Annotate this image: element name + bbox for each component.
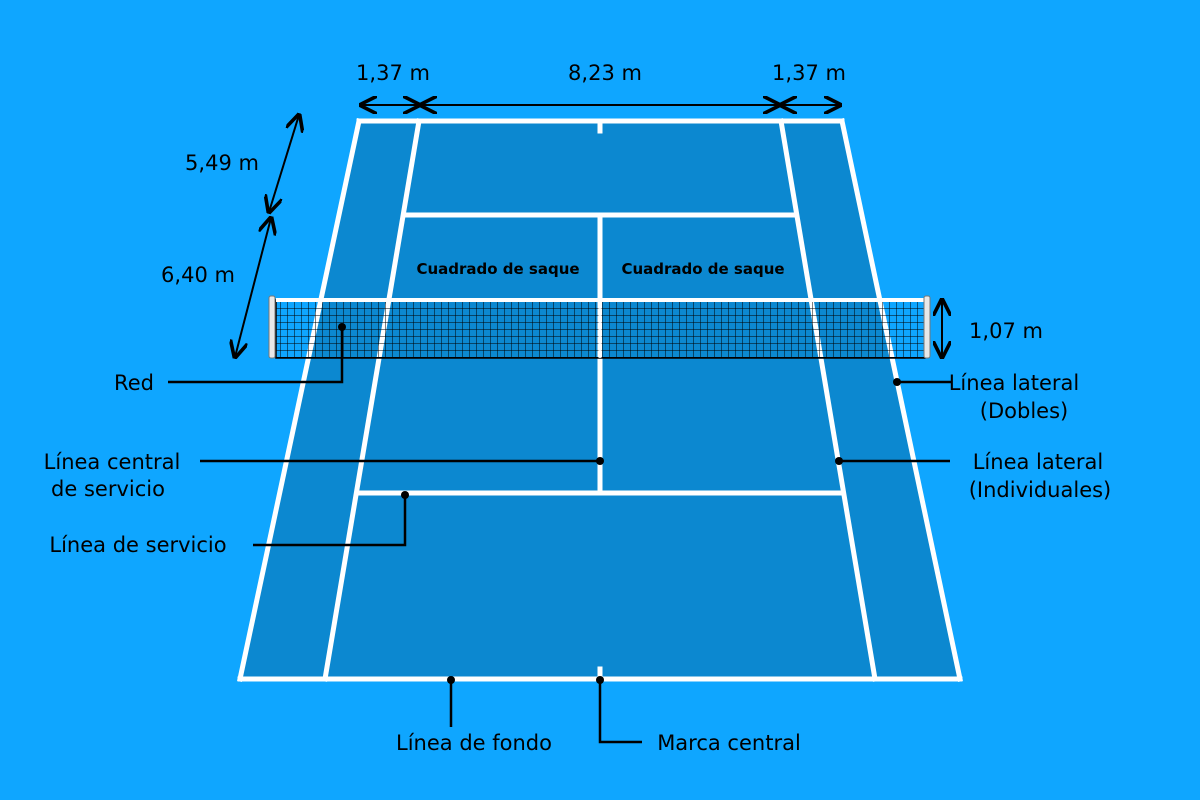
dot-center-mark: [596, 676, 604, 684]
dim-label-service-box: 6,40 m: [161, 263, 235, 287]
dim-label-back-court: 5,49 m: [185, 151, 259, 175]
net-post-right: [923, 295, 931, 359]
label-doubles-sideline-2: (Dobles): [980, 399, 1068, 423]
leader-lines: [168, 328, 952, 744]
dim-arrow-back-court: [269, 115, 299, 212]
label-singles-sideline-2: (Individuales): [969, 478, 1112, 502]
label-center-service-line-2: de servicio: [51, 477, 165, 501]
dot-service-line: [401, 491, 409, 499]
dot-net: [338, 323, 346, 331]
dim-label-alley-right: 1,37 m: [772, 61, 846, 85]
net-post-left: [268, 295, 276, 359]
label-center-service-line-1: Línea central: [44, 450, 181, 474]
label-center-mark: Marca central: [657, 731, 801, 755]
label-net: Red: [114, 371, 154, 395]
doubles-sideline-left: [237, 118, 362, 682]
label-service-line: Línea de servicio: [49, 533, 226, 557]
doubles-sideline-right: [839, 118, 963, 682]
net: [268, 295, 931, 359]
label-singles-sideline-1: Línea lateral: [973, 450, 1104, 474]
dim-arrow-service-box: [235, 218, 271, 357]
leader-center-mark: [598, 680, 642, 744]
dot-baseline: [447, 676, 455, 684]
label-baseline: Línea de fondo: [396, 731, 552, 755]
dot-doubles-sideline: [893, 378, 901, 386]
dot-singles-sideline: [835, 457, 843, 465]
dot-center-service-line: [596, 457, 604, 465]
dim-label-alley-left: 1,37 m: [356, 61, 430, 85]
leader-dots: [338, 323, 901, 684]
label-doubles-sideline-1: Línea lateral: [949, 371, 1080, 395]
leader-service-line: [253, 495, 407, 547]
leader-net: [168, 328, 344, 384]
service-box-label-right: Cuadrado de saque: [621, 260, 784, 278]
service-box-label-left: Cuadrado de saque: [416, 260, 579, 278]
dim-label-net-height: 1,07 m: [969, 319, 1043, 343]
dim-label-singles: 8,23 m: [568, 61, 642, 85]
dimension-arrows: [235, 105, 942, 357]
